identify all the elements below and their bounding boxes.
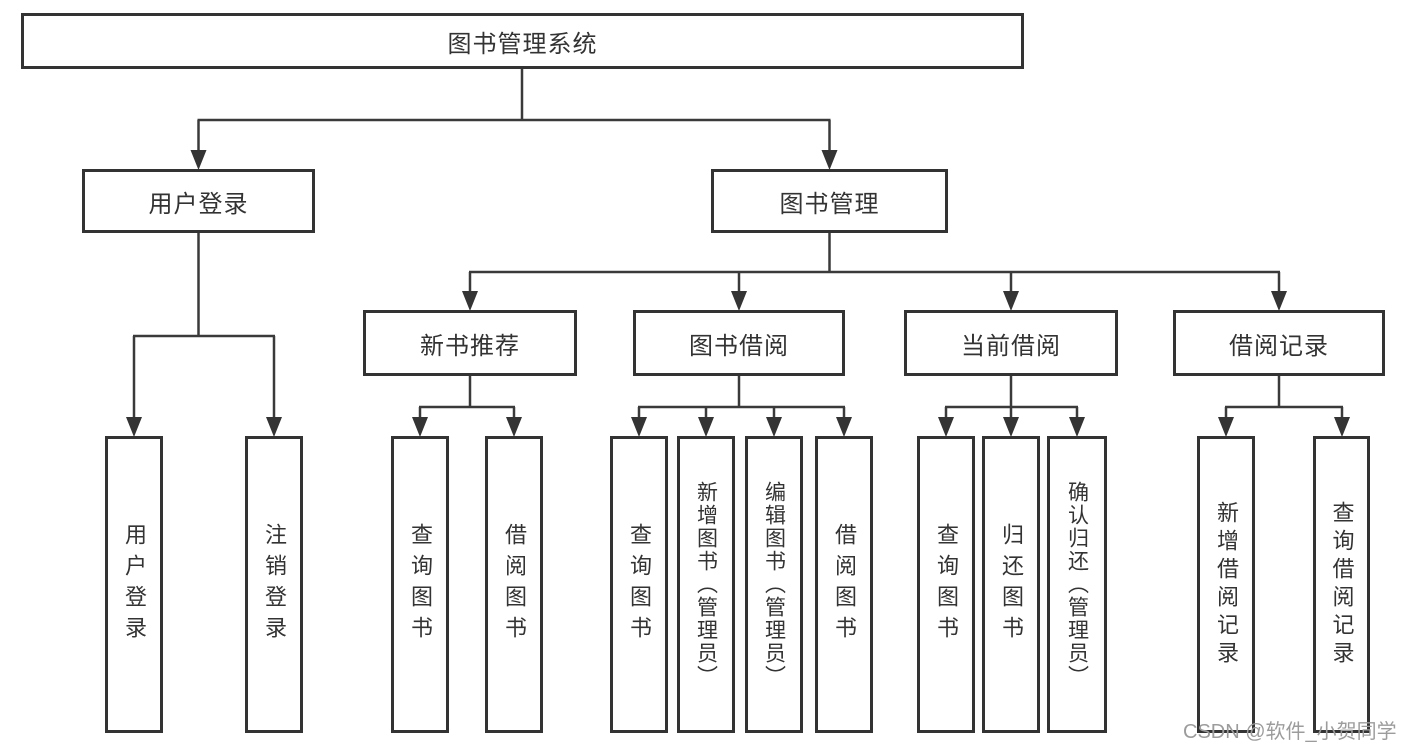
- node-label: 查询图书: [408, 522, 433, 647]
- leaf-logout-login: 注销登录: [245, 436, 303, 733]
- node-label: 当前借阅: [961, 332, 1061, 360]
- node-label: 借阅记录: [1229, 332, 1329, 360]
- node-label: 查询图书: [934, 522, 959, 647]
- node-label: 查询借阅记录: [1329, 500, 1355, 669]
- node-label: 新增图书（管理员）: [694, 481, 718, 688]
- node-new-book-recommend: 新书推荐: [363, 310, 577, 376]
- leaf-add-borrow-record: 新增借阅记录: [1197, 436, 1255, 733]
- leaf-edit-books-admin: 编辑图书（管理员）: [745, 436, 803, 733]
- leaf-query-books-borrow: 查询图书: [610, 436, 668, 733]
- node-label: 新书推荐: [420, 332, 520, 360]
- node-library-management-system: 图书管理系统: [21, 13, 1024, 69]
- node-user-login-group: 用户登录: [82, 169, 315, 233]
- leaf-add-books-admin: 新增图书（管理员）: [677, 436, 735, 733]
- leaf-return-books: 归还图书: [982, 436, 1040, 733]
- leaf-query-books-current: 查询图书: [917, 436, 975, 733]
- leaf-user-login: 用户登录: [105, 436, 163, 733]
- leaf-query-borrow-record: 查询借阅记录: [1313, 436, 1370, 733]
- arrowheads: [126, 150, 1350, 437]
- node-label: 图书管理系统: [447, 30, 598, 58]
- node-label: 确认归还（管理员）: [1065, 481, 1089, 688]
- node-label: 用户登录: [148, 190, 249, 218]
- leaf-borrow-books: 借阅图书: [815, 436, 873, 733]
- leaf-borrow-books-recommend: 借阅图书: [485, 436, 543, 733]
- leaf-confirm-return-admin: 确认归还（管理员）: [1047, 436, 1107, 733]
- node-label: 借阅图书: [502, 522, 527, 647]
- node-label: 查询图书: [627, 522, 652, 647]
- node-label: 归还图书: [999, 522, 1024, 647]
- node-label: 用户登录: [122, 522, 147, 647]
- node-label: 注销登录: [262, 522, 287, 647]
- node-label: 编辑图书（管理员）: [762, 481, 786, 688]
- node-borrow-records: 借阅记录: [1173, 310, 1385, 376]
- node-current-borrowing: 当前借阅: [904, 310, 1118, 376]
- leaf-query-books-recommend: 查询图书: [391, 436, 449, 733]
- node-book-borrowing: 图书借阅: [633, 310, 845, 376]
- node-label: 图书管理: [779, 190, 880, 218]
- node-label: 图书借阅: [689, 332, 789, 360]
- node-label: 新增借阅记录: [1214, 500, 1239, 669]
- node-label: 借阅图书: [832, 522, 857, 647]
- csdn-watermark: CSDN @软件_小贺同学: [1183, 721, 1397, 743]
- node-book-management: 图书管理: [711, 169, 948, 233]
